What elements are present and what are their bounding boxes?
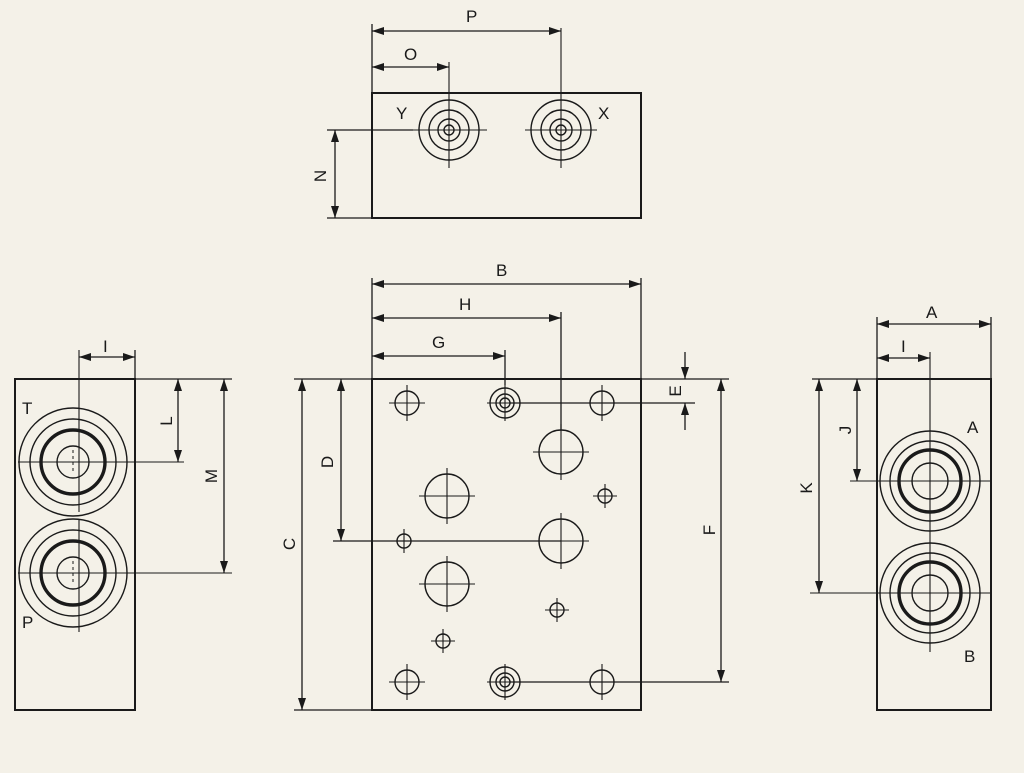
front-view-body bbox=[371, 378, 642, 711]
dim-label-d: D bbox=[318, 456, 337, 468]
dimension-b: B bbox=[371, 261, 642, 379]
dim-label-p: P bbox=[466, 7, 477, 26]
port-p-hole bbox=[18, 518, 232, 632]
port-hole-large bbox=[419, 556, 475, 612]
dim-label-a: A bbox=[926, 303, 938, 322]
dim-label-i-left: I bbox=[103, 337, 108, 356]
dimension-p: P bbox=[371, 7, 561, 93]
dim-label-o: O bbox=[404, 45, 417, 64]
dim-label-c: C bbox=[280, 538, 299, 550]
front-view: B H G E bbox=[280, 261, 729, 711]
dimension-j: J bbox=[812, 378, 877, 481]
port-label-y: Y bbox=[396, 104, 407, 123]
port-label-b: B bbox=[964, 647, 975, 666]
dimension-h: H bbox=[372, 295, 562, 430]
right-view: A B A I J K bbox=[797, 303, 992, 711]
port-hole-large bbox=[419, 468, 475, 524]
dim-label-m: M bbox=[202, 469, 221, 483]
dim-label-e: E bbox=[666, 385, 685, 396]
dimension-f: F bbox=[510, 379, 729, 683]
pilot-hole-small bbox=[431, 629, 455, 653]
port-a-hole bbox=[850, 352, 990, 540]
pilot-hole-small bbox=[593, 484, 617, 508]
dim-label-h: H bbox=[459, 295, 471, 314]
dimension-i-left: I bbox=[79, 337, 136, 379]
dimension-l: L bbox=[135, 378, 232, 462]
port-label-p: P bbox=[22, 613, 33, 632]
mounting-hole bbox=[389, 664, 425, 700]
dim-label-n: N bbox=[311, 170, 330, 182]
port-y-hole bbox=[413, 62, 487, 168]
dimension-a: A bbox=[876, 303, 992, 379]
dim-label-f: F bbox=[700, 525, 719, 535]
dimension-m: M bbox=[202, 379, 228, 573]
dim-label-g: G bbox=[432, 333, 445, 352]
top-view: Y X P O N bbox=[311, 7, 642, 219]
dimension-c: C bbox=[280, 378, 372, 711]
dim-label-b: B bbox=[496, 261, 507, 280]
port-x-hole bbox=[525, 28, 597, 168]
port-b-hole bbox=[810, 540, 990, 652]
dim-label-j: J bbox=[836, 426, 855, 435]
dim-label-l: L bbox=[157, 416, 176, 425]
dimension-e: E bbox=[510, 352, 729, 430]
dimension-o: O bbox=[372, 45, 449, 71]
mounting-hole bbox=[389, 385, 425, 421]
right-view-body bbox=[876, 378, 992, 711]
pilot-hole-small bbox=[545, 598, 569, 622]
dim-label-k: K bbox=[797, 482, 816, 494]
port-label-a: A bbox=[967, 418, 979, 437]
top-view-body bbox=[371, 92, 642, 219]
dimension-n: N bbox=[311, 129, 413, 219]
dimension-i-right: I bbox=[877, 337, 930, 362]
dimension-g: G bbox=[372, 333, 506, 385]
dimension-d: D bbox=[318, 379, 561, 542]
port-hole-large bbox=[533, 424, 589, 480]
dim-label-i-right: I bbox=[901, 337, 906, 356]
port-t-hole bbox=[18, 350, 184, 517]
port-label-x: X bbox=[598, 104, 609, 123]
dimension-k: K bbox=[797, 379, 823, 593]
left-view-body bbox=[14, 378, 136, 711]
left-view: T P I L M bbox=[14, 337, 232, 711]
port-label-t: T bbox=[22, 399, 32, 418]
